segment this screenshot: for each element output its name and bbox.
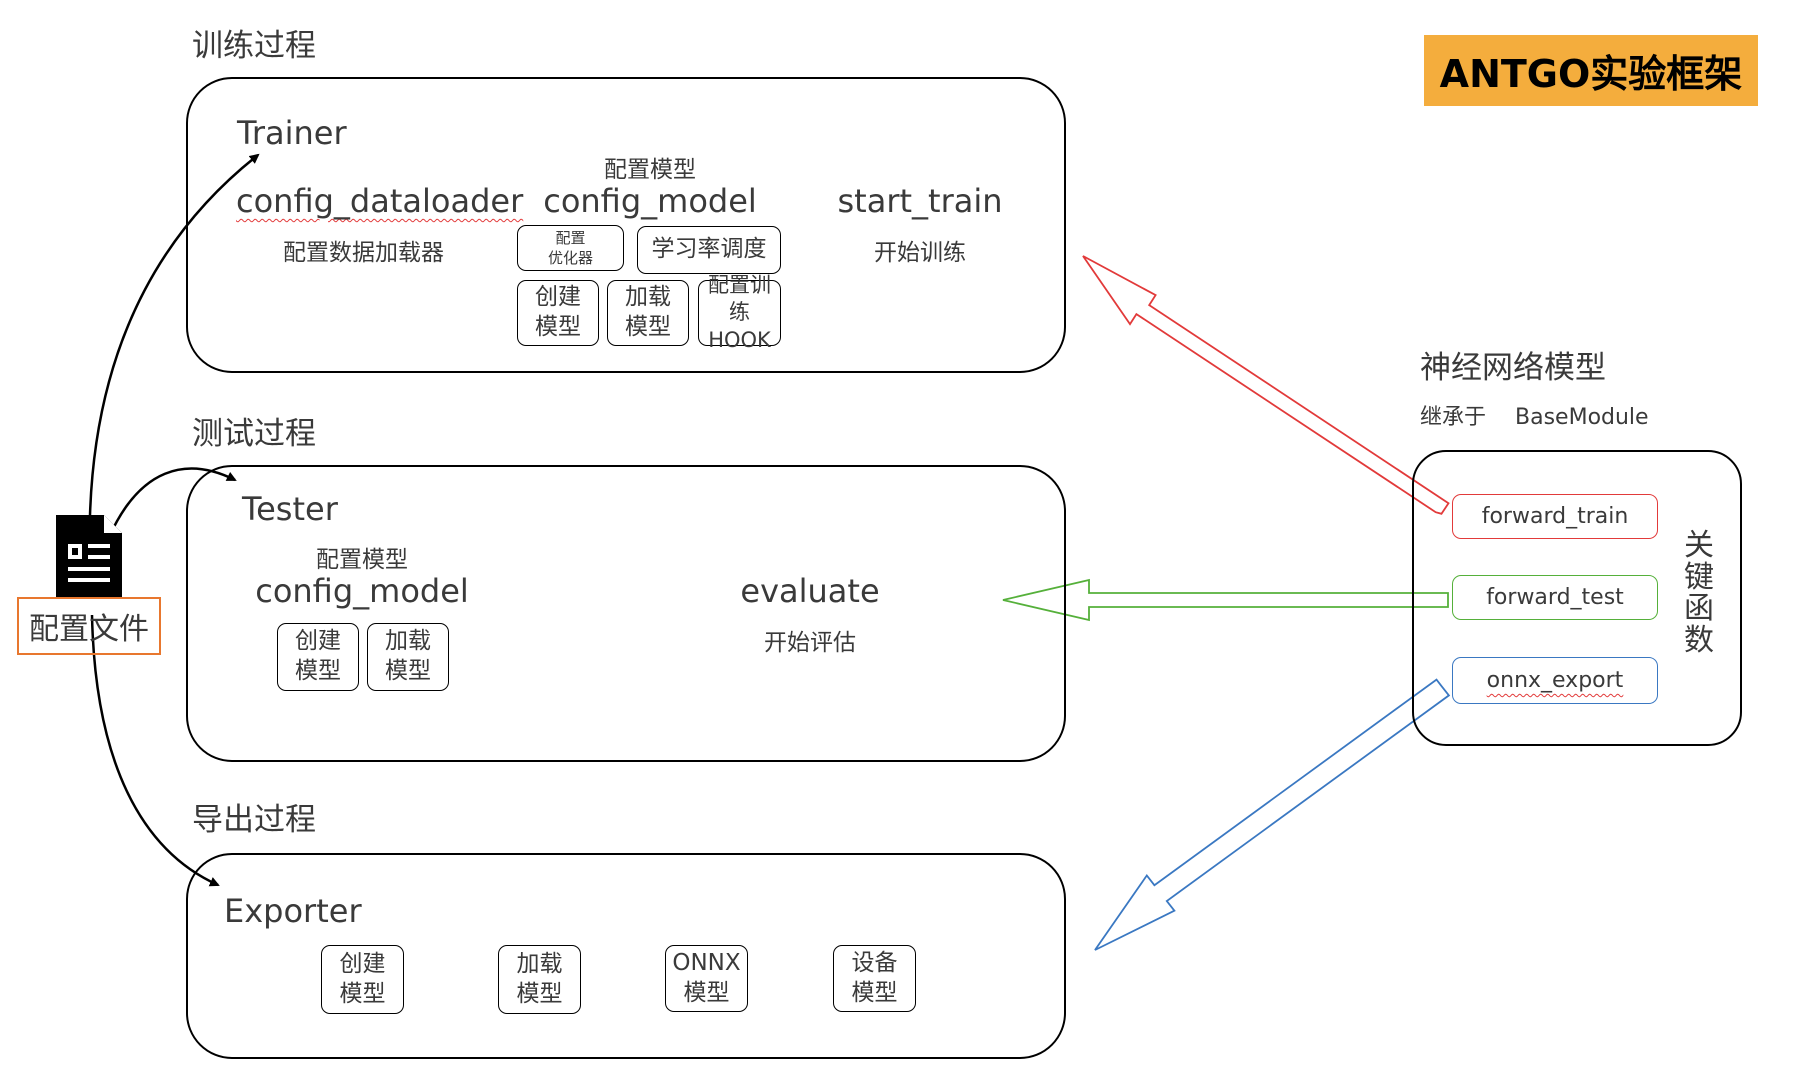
test-config-model-method: config_model xyxy=(255,572,469,610)
test-create-model-line2: 模型 xyxy=(295,658,341,684)
arrow-onnx-export xyxy=(1094,678,1451,951)
train-load-model-line2: 模型 xyxy=(625,314,671,340)
arrow-forward-train xyxy=(1082,255,1450,515)
key-functions-panel xyxy=(1412,450,1742,746)
onnx-export-label: onnx_export xyxy=(1486,668,1624,693)
trainer-class-name: Trainer xyxy=(237,114,347,152)
train-config-model-method: config_model xyxy=(543,182,757,220)
tester-class-name: Tester xyxy=(242,490,338,528)
lr-scheduler-box: 学习率调度 xyxy=(637,226,781,274)
start-train-method: start_train xyxy=(837,182,1003,220)
model-title: 神经网络模型 xyxy=(1420,350,1606,386)
base-class-name: BaseModule xyxy=(1515,405,1649,430)
forward-train-box: forward_train xyxy=(1452,494,1658,539)
export-section-title: 导出过程 xyxy=(192,802,316,838)
lr-scheduler-label: 学习率调度 xyxy=(651,236,767,263)
train-load-model-line1: 加载 xyxy=(625,284,671,311)
train-create-model-line1: 创建 xyxy=(535,284,581,311)
test-load-model-box: 加载 模型 xyxy=(367,623,449,691)
train-create-model-line2: 模型 xyxy=(535,314,581,340)
train-create-model-box: 创建 模型 xyxy=(517,280,599,346)
onnx-export-box: onnx_export xyxy=(1452,657,1658,704)
model-inherit-row: 继承于 BaseModule xyxy=(1420,399,1649,431)
trainer-panel xyxy=(186,77,1066,373)
start-train-desc: 开始训练 xyxy=(874,240,966,266)
key-functions-char-4: 数 xyxy=(1684,622,1714,658)
export-device-model-line2: 模型 xyxy=(851,979,898,1006)
config-file-label: 配置文件 xyxy=(29,612,149,647)
test-load-model-line2: 模型 xyxy=(385,658,431,684)
export-create-model-line2: 模型 xyxy=(339,980,386,1007)
evaluate-method: evaluate xyxy=(740,572,880,610)
train-section-title: 训练过程 xyxy=(192,28,316,64)
test-config-model-caption: 配置模型 xyxy=(316,547,408,573)
forward-test-label: forward_test xyxy=(1486,585,1624,610)
config-file-label-box: 配置文件 xyxy=(17,597,161,655)
export-load-model-line2: 模型 xyxy=(516,980,563,1007)
export-load-model-box: 加载 模型 xyxy=(498,945,581,1014)
optimizer-config-box: 配置 优化器 xyxy=(517,225,624,271)
train-hook-line1: 配置训练 xyxy=(708,273,771,325)
export-onnx-model-line1: ONNX xyxy=(672,949,741,976)
config-dataloader-desc: 配置数据加载器 xyxy=(283,240,444,266)
document-icon xyxy=(56,515,122,599)
forward-train-label: forward_train xyxy=(1481,504,1629,529)
export-create-model-box: 创建 模型 xyxy=(321,945,404,1014)
test-create-model-line1: 创建 xyxy=(295,628,341,655)
evaluate-desc: 开始评估 xyxy=(764,630,856,656)
exporter-class-name: Exporter xyxy=(224,892,362,930)
framework-title: ANTGO实验框架 xyxy=(1439,52,1743,96)
test-section-title: 测试过程 xyxy=(192,416,316,452)
key-functions-label: 关 键 函 数 xyxy=(1681,530,1717,656)
test-create-model-box: 创建 模型 xyxy=(277,623,359,691)
export-create-model-line1: 创建 xyxy=(339,950,386,977)
key-functions-char-1: 关 xyxy=(1684,528,1714,563)
export-device-model-box: 设备 模型 xyxy=(833,945,916,1012)
config-dataloader-method: config_dataloader xyxy=(236,182,524,220)
export-device-model-line1: 设备 xyxy=(851,949,898,976)
key-functions-char-3: 函 xyxy=(1684,591,1714,626)
forward-test-box: forward_test xyxy=(1452,575,1658,620)
export-onnx-model-line2: 模型 xyxy=(683,979,730,1006)
train-config-model-caption: 配置模型 xyxy=(604,157,696,183)
key-functions-char-2: 键 xyxy=(1684,559,1714,595)
train-hook-box: 配置训练 HOOK xyxy=(698,273,781,352)
framework-title-badge: ANTGO实验框架 xyxy=(1424,35,1758,106)
train-load-model-box: 加载 模型 xyxy=(607,280,689,346)
optimizer-config-line1: 配置 xyxy=(555,228,586,247)
tester-panel xyxy=(186,465,1066,762)
exporter-panel xyxy=(186,853,1066,1059)
export-load-model-line1: 加载 xyxy=(516,950,563,977)
export-onnx-model-box: ONNX 模型 xyxy=(665,945,748,1012)
train-hook-line2: HOOK xyxy=(708,327,771,352)
inherit-label: 继承于 xyxy=(1420,405,1487,430)
test-load-model-line1: 加载 xyxy=(385,628,431,655)
optimizer-config-line2: 优化器 xyxy=(547,249,593,267)
arrow-forward-test xyxy=(1002,578,1449,622)
